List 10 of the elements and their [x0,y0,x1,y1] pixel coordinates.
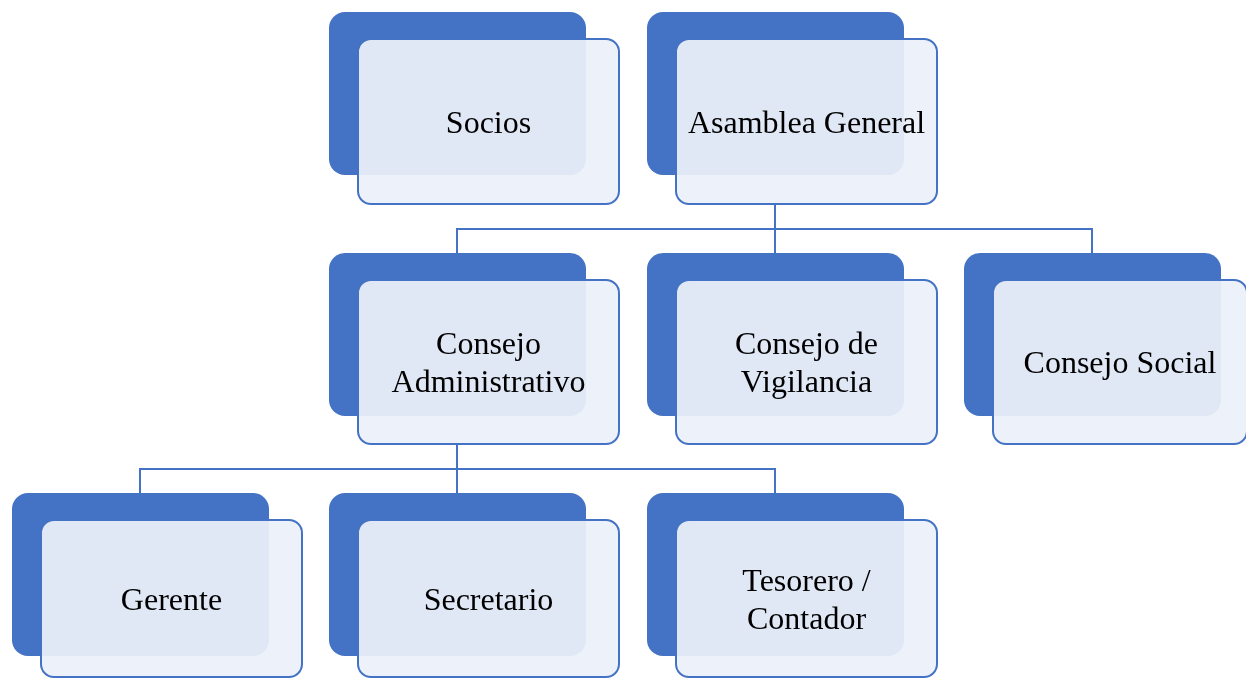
org-card: Consejo Social [992,279,1246,445]
org-card: Socios [357,38,620,205]
org-card: Gerente [40,519,303,678]
org-card: Tesorero / Contador [675,519,938,678]
org-card: Secretario [357,519,620,678]
org-card: Asamblea General [675,38,938,205]
org-card: Consejo Administrativo [357,279,620,445]
org-card: Consejo de Vigilancia [675,279,938,445]
connector-line [456,444,776,494]
connector-line [774,204,1093,254]
